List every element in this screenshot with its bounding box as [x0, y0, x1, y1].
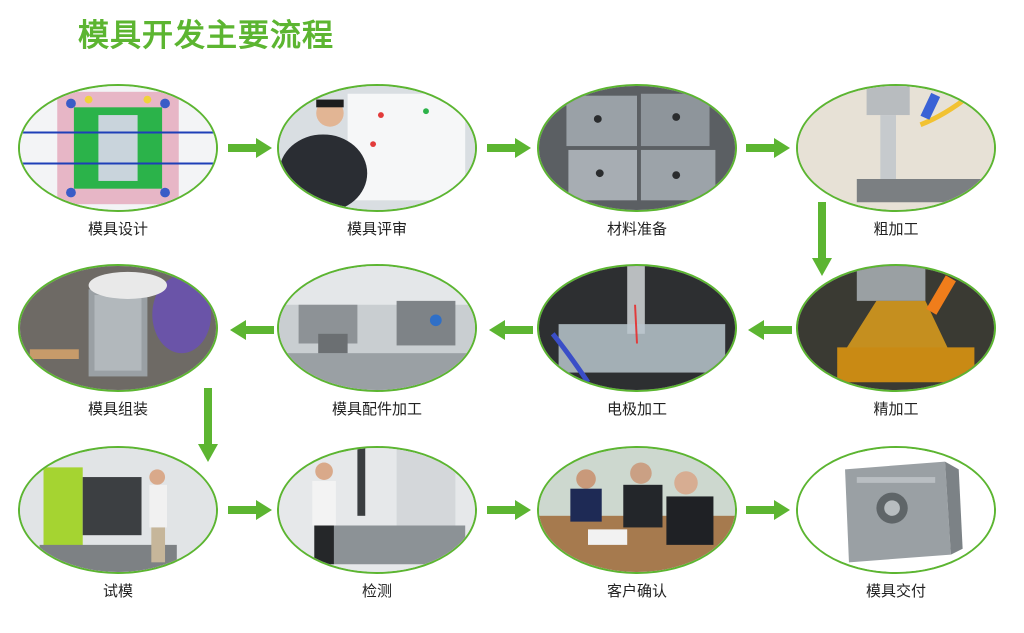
arrow-right-icon	[746, 500, 790, 520]
step-inspection: 检测	[277, 446, 477, 606]
step-parts-machining: 模具配件加工	[277, 264, 477, 424]
step-label: 电极加工	[606, 400, 667, 418]
inspection-photo	[277, 446, 477, 574]
step-customer-confirm: 客户确认	[537, 446, 737, 606]
arrow-left-icon	[489, 320, 533, 340]
step-label: 材料准备	[606, 220, 667, 238]
step-label: 精加工	[873, 400, 919, 418]
step-mold-delivery: 模具交付	[796, 446, 996, 606]
step-material-prep: 材料准备	[537, 84, 737, 244]
step-label: 模具组装	[87, 400, 148, 418]
step-mold-assembly: 模具组装	[18, 264, 218, 424]
mold-design-photo	[18, 84, 218, 212]
customer-confirm-photo	[537, 446, 737, 574]
finish-machining-photo	[796, 264, 996, 392]
arrow-right-icon	[746, 138, 790, 158]
step-mold-design: 模具设计	[18, 84, 218, 244]
step-electrode-machining: 电极加工	[537, 264, 737, 424]
rough-machining-photo	[796, 84, 996, 212]
mold-trial-photo	[18, 446, 218, 574]
arrow-down-icon	[812, 202, 832, 276]
step-finish-machining: 精加工	[796, 264, 996, 424]
mold-delivery-photo	[796, 446, 996, 574]
arrow-right-icon	[487, 138, 531, 158]
step-label: 粗加工	[873, 220, 919, 238]
mold-review-photo	[277, 84, 477, 212]
arrow-right-icon	[228, 138, 272, 158]
step-rough-machining: 粗加工	[796, 84, 996, 244]
step-label: 模具设计	[87, 220, 148, 238]
step-label: 模具评审	[346, 220, 407, 238]
step-label: 检测	[361, 582, 392, 600]
page-title: 模具开发主要流程	[78, 18, 334, 54]
arrow-down-icon	[198, 388, 218, 462]
step-mold-trial: 试模	[18, 446, 218, 606]
arrow-right-icon	[228, 500, 272, 520]
arrow-left-icon	[748, 320, 792, 340]
arrow-left-icon	[230, 320, 274, 340]
step-label: 试模	[102, 582, 133, 600]
step-label: 模具配件加工	[331, 400, 422, 418]
mold-assembly-photo	[18, 264, 218, 392]
electrode-machining-photo	[537, 264, 737, 392]
step-mold-review: 模具评审	[277, 84, 477, 244]
material-prep-photo	[537, 84, 737, 212]
step-label: 客户确认	[606, 582, 667, 600]
arrow-right-icon	[487, 500, 531, 520]
parts-machining-photo	[277, 264, 477, 392]
step-label: 模具交付	[865, 582, 926, 600]
